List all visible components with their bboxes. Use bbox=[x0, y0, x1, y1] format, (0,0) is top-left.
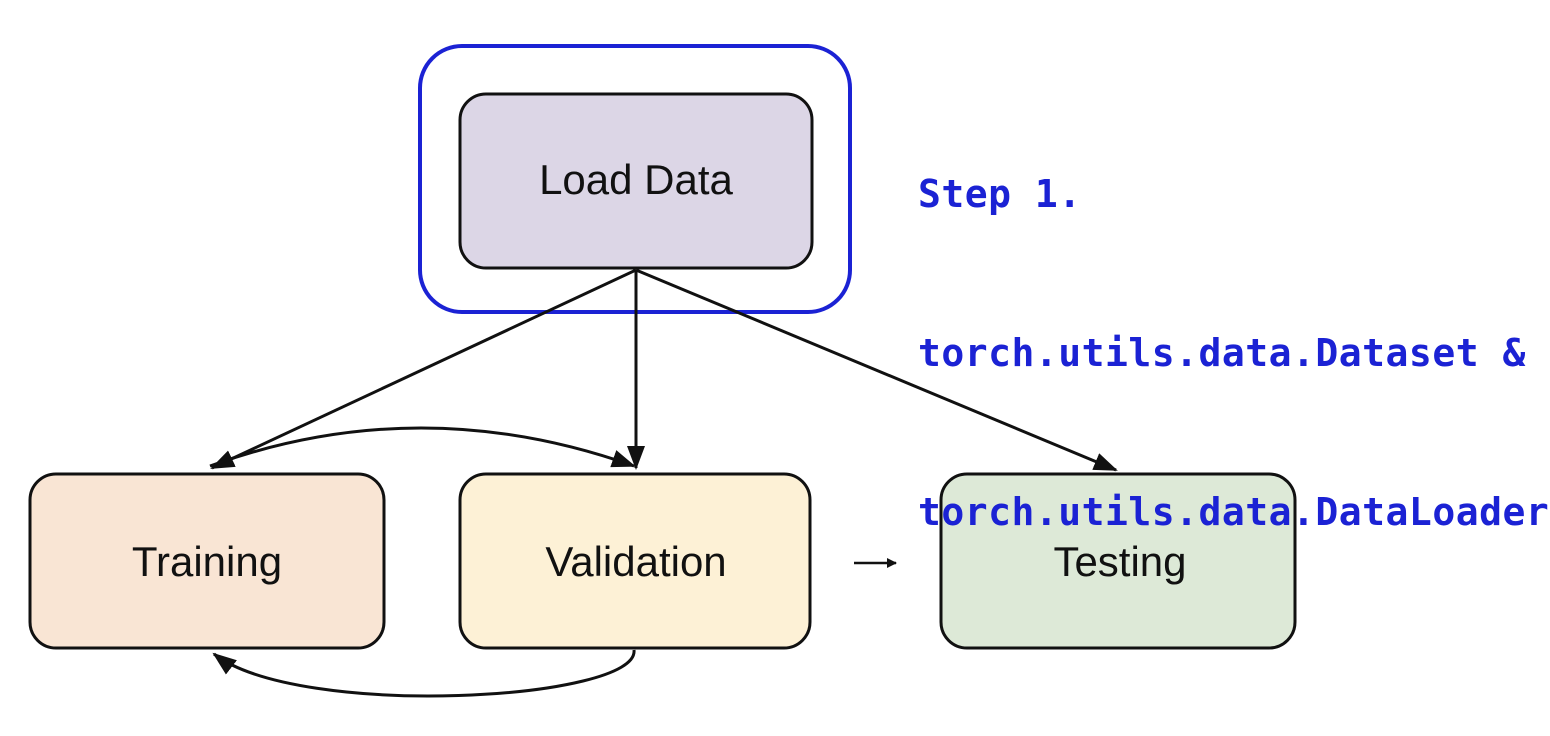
load-data-label: Load Data bbox=[539, 156, 733, 203]
validation-label: Validation bbox=[545, 538, 726, 585]
dataset-class-label: torch.utils.data.Dataset & bbox=[918, 331, 1526, 375]
training-label: Training bbox=[132, 538, 282, 585]
step-annotation: Step 1. torch.utils.data.Dataset & torch… bbox=[918, 62, 1549, 592]
edge-validation-to-training bbox=[212, 649, 636, 698]
edge-load-to-training bbox=[210, 268, 637, 470]
dataloader-class-label: torch.utils.data.DataLoader bbox=[918, 490, 1550, 534]
step-title: Step 1. bbox=[918, 172, 1082, 216]
edge-training-to-validation bbox=[209, 426, 636, 468]
load-data-node[interactable]: Load Data bbox=[458, 92, 814, 270]
testing-label: Testing bbox=[1053, 538, 1186, 585]
training-node[interactable]: Training bbox=[28, 472, 386, 650]
edge-load-to-testing bbox=[635, 268, 1118, 472]
testing-node[interactable]: Testing bbox=[939, 472, 1297, 650]
validation-node[interactable]: Validation bbox=[458, 472, 812, 650]
